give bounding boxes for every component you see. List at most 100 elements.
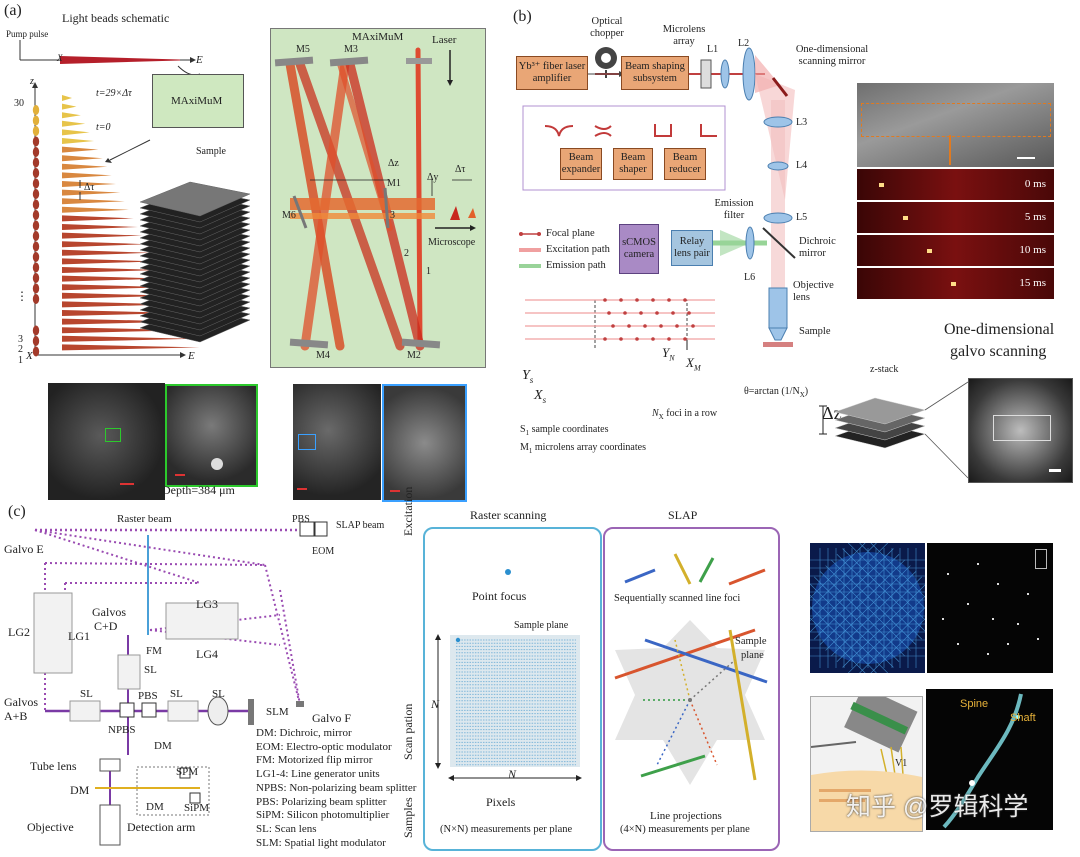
legend-item-2: FM: Motorized flip mirror xyxy=(256,754,373,767)
beam-shaping-box: Beam shaping subsystem xyxy=(621,56,689,90)
bead-number-2: 2 xyxy=(18,344,23,355)
galvos-ab-label-1: Galvos xyxy=(4,695,38,709)
relay-lens-box: Relay lens pair xyxy=(671,230,713,266)
lens-l3: L3 xyxy=(796,117,808,128)
galvo-title-2: galvo scanning xyxy=(950,343,1047,360)
zstack-diagram xyxy=(819,381,969,479)
m1-label: M1 microlens array coordinates xyxy=(520,442,646,455)
mirror-m2: M2 xyxy=(407,350,421,361)
dm-label-2: DM xyxy=(70,783,90,797)
legend-item-0: DM: Dichroic, mirror xyxy=(256,727,352,739)
galvos-cd-label-1: Galvos xyxy=(92,605,126,619)
microscope-label: Microscope xyxy=(428,237,476,248)
legend-item-4: NPBS: Non-polarizing beam splitter xyxy=(256,781,417,794)
micrograph-zoom-green xyxy=(165,384,258,487)
legend-item-7: SL: Scan lens xyxy=(256,822,317,835)
point-focus-label: Point focus xyxy=(472,589,527,603)
eom-label: EOM xyxy=(312,546,335,557)
v1-label: V1 xyxy=(895,758,908,769)
emission-path-label: Emission path xyxy=(546,260,606,271)
path-2: 2 xyxy=(404,248,409,259)
mirror-m1: M1 xyxy=(387,178,401,189)
lens-l5: L5 xyxy=(796,212,808,223)
line-foci-label: Sequentially scanned line foci xyxy=(614,593,741,604)
timelapse-time-3: 15 ms xyxy=(1019,277,1046,289)
sample-label-a: Sample xyxy=(196,146,226,157)
pbs-label: PBS xyxy=(138,690,158,702)
micrograph-wide-2 xyxy=(293,384,381,500)
objective-label-b: Objective lens xyxy=(793,280,834,303)
cavity-title: MAxiMuM xyxy=(352,31,404,43)
slm-label: SLM xyxy=(266,706,289,718)
row-samples-label: Samples xyxy=(401,797,415,838)
point-focus-dot xyxy=(505,569,511,575)
slap-measurements: (4×N) measurements per plane xyxy=(620,824,750,835)
cavity-delta-tau: Δτ xyxy=(455,164,466,175)
laser-label: Laser xyxy=(432,34,457,46)
maximum-box: MAxiMuM xyxy=(152,74,244,128)
mirror-m3: M3 xyxy=(344,44,358,55)
light-beads-title: Light beads schematic xyxy=(62,11,170,25)
detection-arm-label: Detection arm xyxy=(127,820,196,834)
fm-label: FM xyxy=(146,645,162,657)
slap-sample-label-1: Sample xyxy=(735,636,767,647)
t-top-label: t=29×Δτ xyxy=(96,88,132,99)
micrograph-zoom-blue xyxy=(382,384,467,502)
timelapse-frame-2: 10 ms xyxy=(857,235,1054,266)
timelapse-time-1: 5 ms xyxy=(1024,211,1046,223)
bead-number-1: 1 xyxy=(18,355,23,366)
raster-panel xyxy=(423,527,602,851)
laser-amplifier-box: Yb³⁺ fiber laser amplifier xyxy=(516,56,588,90)
dm-label-3: DM xyxy=(146,801,164,813)
lens-l2: L2 xyxy=(738,38,750,49)
beam-shaper-box: Beam shaper xyxy=(613,148,653,180)
mirror-m5: M5 xyxy=(296,44,310,55)
sample-label-b: Sample xyxy=(799,326,831,337)
shaft-label: Shaft xyxy=(1010,712,1036,724)
lg1-label: LG1 xyxy=(68,629,90,643)
timelapse-time-0: 0 ms xyxy=(1024,178,1046,190)
overview-image xyxy=(857,83,1054,167)
pump-pulse-label: Pump pulse xyxy=(6,29,49,39)
legend-item-1: EOM: Electro-optic modulator xyxy=(256,740,392,753)
path-3: 3 xyxy=(390,210,395,221)
line-projection-image xyxy=(810,543,925,673)
dichroic-label: Dichroic mirror xyxy=(799,236,836,259)
microlens-array-label: Microlens array xyxy=(662,24,706,47)
slap-panel xyxy=(603,527,780,851)
panel-a-letter: (a) xyxy=(4,2,22,19)
spm-label: SPM xyxy=(176,766,199,778)
focal-plane-label: Focal plane xyxy=(546,228,595,239)
tube-lens-label: Tube lens xyxy=(30,759,77,773)
light-beads-schematic xyxy=(19,40,201,358)
dendrite-image xyxy=(926,689,1053,830)
s1-label: S1 sample coordinates xyxy=(520,424,609,437)
pump-axis-x: X xyxy=(57,53,63,63)
mouse-schematic xyxy=(810,696,923,832)
delta-tau-a: Δτ xyxy=(84,182,95,193)
slap-beam-label: SLAP beam xyxy=(336,520,385,531)
timelapse-frame-3: 15 ms xyxy=(857,268,1054,299)
beam-reducer-box: Beam reducer xyxy=(664,148,706,180)
legend-item-5: PBS: Polarizing beam splitter xyxy=(256,795,387,808)
bead-number-3: 3 xyxy=(18,334,23,345)
pixels-label: Pixels xyxy=(486,795,516,809)
depth-label: Depth=384 μm xyxy=(162,483,235,497)
axis-z-label: z xyxy=(30,76,34,87)
timelapse-frame-1: 5 ms xyxy=(857,202,1054,233)
lens-l1: L1 xyxy=(707,44,719,55)
legend-item-8: SLM: Spatial light modulator xyxy=(256,836,386,849)
raster-beam-label: Raster beam xyxy=(117,513,172,525)
slap-title: SLAP xyxy=(668,508,698,522)
coord-ys: Ys xyxy=(522,368,534,385)
cavity-delta-z: Δz xyxy=(388,158,399,169)
micrograph-wide xyxy=(48,383,165,500)
axis-x-label: X xyxy=(26,350,33,362)
spine-label: Spine xyxy=(960,698,989,710)
legend-item-6: SiPM: Silicon photomultiplier xyxy=(256,809,390,822)
slap-sample-label-2: plane xyxy=(741,650,764,661)
panel-b-optics xyxy=(519,47,796,350)
raster-grid xyxy=(435,634,582,781)
theta-label: θ=arctan (1/NX) xyxy=(744,386,809,399)
raster-title: Raster scanning xyxy=(470,508,547,522)
